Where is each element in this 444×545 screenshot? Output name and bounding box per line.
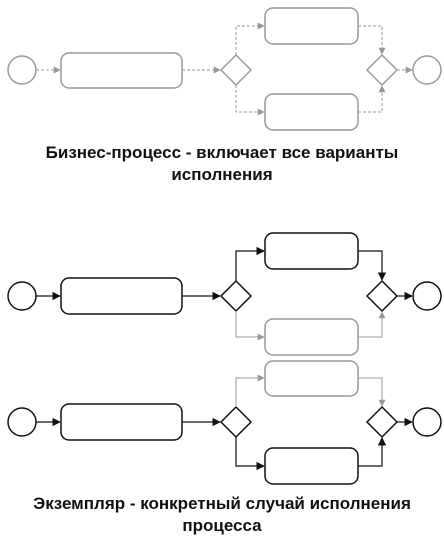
start-event bbox=[7, 55, 37, 85]
task bbox=[264, 7, 359, 45]
merge-gateway bbox=[365, 279, 399, 313]
task bbox=[60, 52, 183, 89]
split-gateway bbox=[219, 279, 253, 313]
task bbox=[264, 447, 359, 485]
start-event bbox=[7, 281, 37, 311]
task-inactive bbox=[264, 360, 359, 397]
task-inactive bbox=[264, 318, 359, 356]
instance-diagram-upper-branch bbox=[7, 232, 442, 356]
sequence-flow-inactive bbox=[358, 311, 386, 338]
business-process-diagram bbox=[7, 7, 442, 131]
split-gateway bbox=[219, 53, 253, 87]
sequence-flow-inactive bbox=[235, 311, 265, 341]
task bbox=[60, 277, 183, 315]
instance-caption: Экземпляр - конкретный случай исполнения… bbox=[33, 494, 411, 535]
sequence-flow bbox=[235, 22, 265, 55]
sequence-flow bbox=[235, 85, 265, 116]
task bbox=[264, 232, 359, 270]
business-process-caption: Бизнес-процесс - включает все варианты и… bbox=[45, 143, 399, 184]
merge-gateway bbox=[365, 53, 399, 87]
sequence-flow-inactive bbox=[235, 374, 265, 407]
end-event bbox=[412, 281, 442, 311]
end-event bbox=[412, 55, 442, 85]
sequence-flow bbox=[358, 85, 386, 113]
start-event bbox=[7, 407, 37, 437]
sequence-flow bbox=[358, 437, 387, 467]
sequence-flow bbox=[235, 246, 265, 281]
merge-gateway bbox=[365, 405, 399, 439]
sequence-flow bbox=[358, 25, 386, 55]
sequence-flow bbox=[358, 250, 387, 281]
end-event bbox=[412, 407, 442, 437]
task bbox=[60, 403, 183, 441]
instance-diagram-lower-branch bbox=[7, 360, 442, 485]
task bbox=[264, 93, 359, 131]
sequence-flow-inactive bbox=[358, 377, 386, 407]
sequence-flow bbox=[235, 437, 265, 471]
split-gateway bbox=[219, 405, 253, 439]
